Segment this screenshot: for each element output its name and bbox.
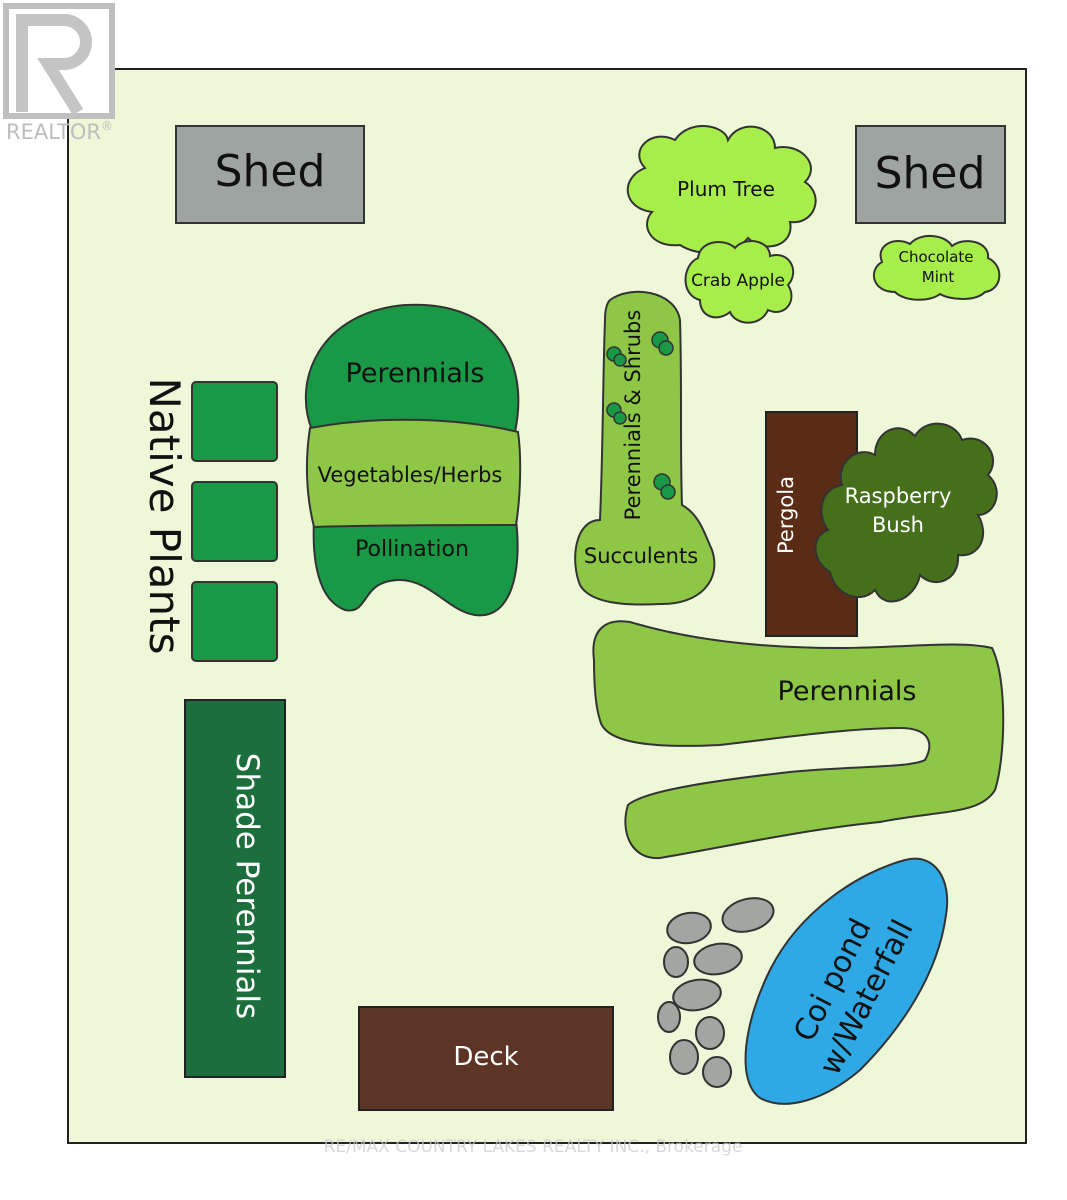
shrub-icon [606,331,676,500]
stone [721,897,775,933]
chocolate-mint-label-1: Chocolate [898,248,973,266]
raspberry-label-1: Raspberry [845,484,952,508]
shed-left [175,125,365,224]
native-plant-box-3 [191,581,278,662]
stone [663,946,689,978]
crab-apple-label: Crab Apple [691,271,785,291]
stone [672,978,722,1012]
deck [358,1006,614,1111]
shed-right-label: Shed [875,148,986,199]
raspberry-bush [814,422,998,603]
perennials-right-label: Perennials [778,676,917,707]
vegetables-herbs-bed [305,418,522,529]
stone [666,911,712,945]
pergola-label: Pergola [774,476,798,554]
stone [702,1056,732,1088]
perennials-right-bed [592,620,1005,860]
plum-tree [626,125,817,255]
native-plant-box-2 [191,481,278,562]
stone [695,1016,725,1050]
pollination-label: Pollination [355,537,469,562]
vegetables-herbs-label: Vegetables/Herbs [318,463,503,487]
shed-left-label: Shed [215,146,326,197]
native-plant-box-1 [191,381,278,462]
raspberry-label-2: Bush [872,513,924,537]
coi-pond [744,857,949,1105]
stone [669,1039,699,1075]
brokerage-watermark: RE/MAX COUNTRY LAKES REALTY INC., Broker… [324,1137,743,1157]
chocolate-mint [872,235,1001,301]
succulents-label: Succulents [584,544,698,568]
perennials-top-label: Perennials [346,358,485,389]
stone [657,1001,681,1033]
realtor-logo: REALTOR® [3,3,115,144]
deck-label: Deck [453,1042,518,1072]
crab-apple [684,240,795,324]
realtor-r-glyph [16,14,92,116]
stone [693,942,743,976]
perennials-top-bed [304,303,520,434]
chocolate-mint-label-2: Mint [922,268,955,286]
shade-perennials [184,699,286,1078]
pollination-bed [312,519,519,617]
realtor-logo-text: REALTOR® [6,119,113,144]
stepping-stones [657,897,775,1088]
shade-perennials-label: Shade Perennials [229,753,265,1019]
shed-right [855,125,1006,224]
native-plants-label: Native Plants [140,377,189,654]
perennials-shrubs-bed [574,290,716,606]
plum-tree-label: Plum Tree [677,177,775,201]
